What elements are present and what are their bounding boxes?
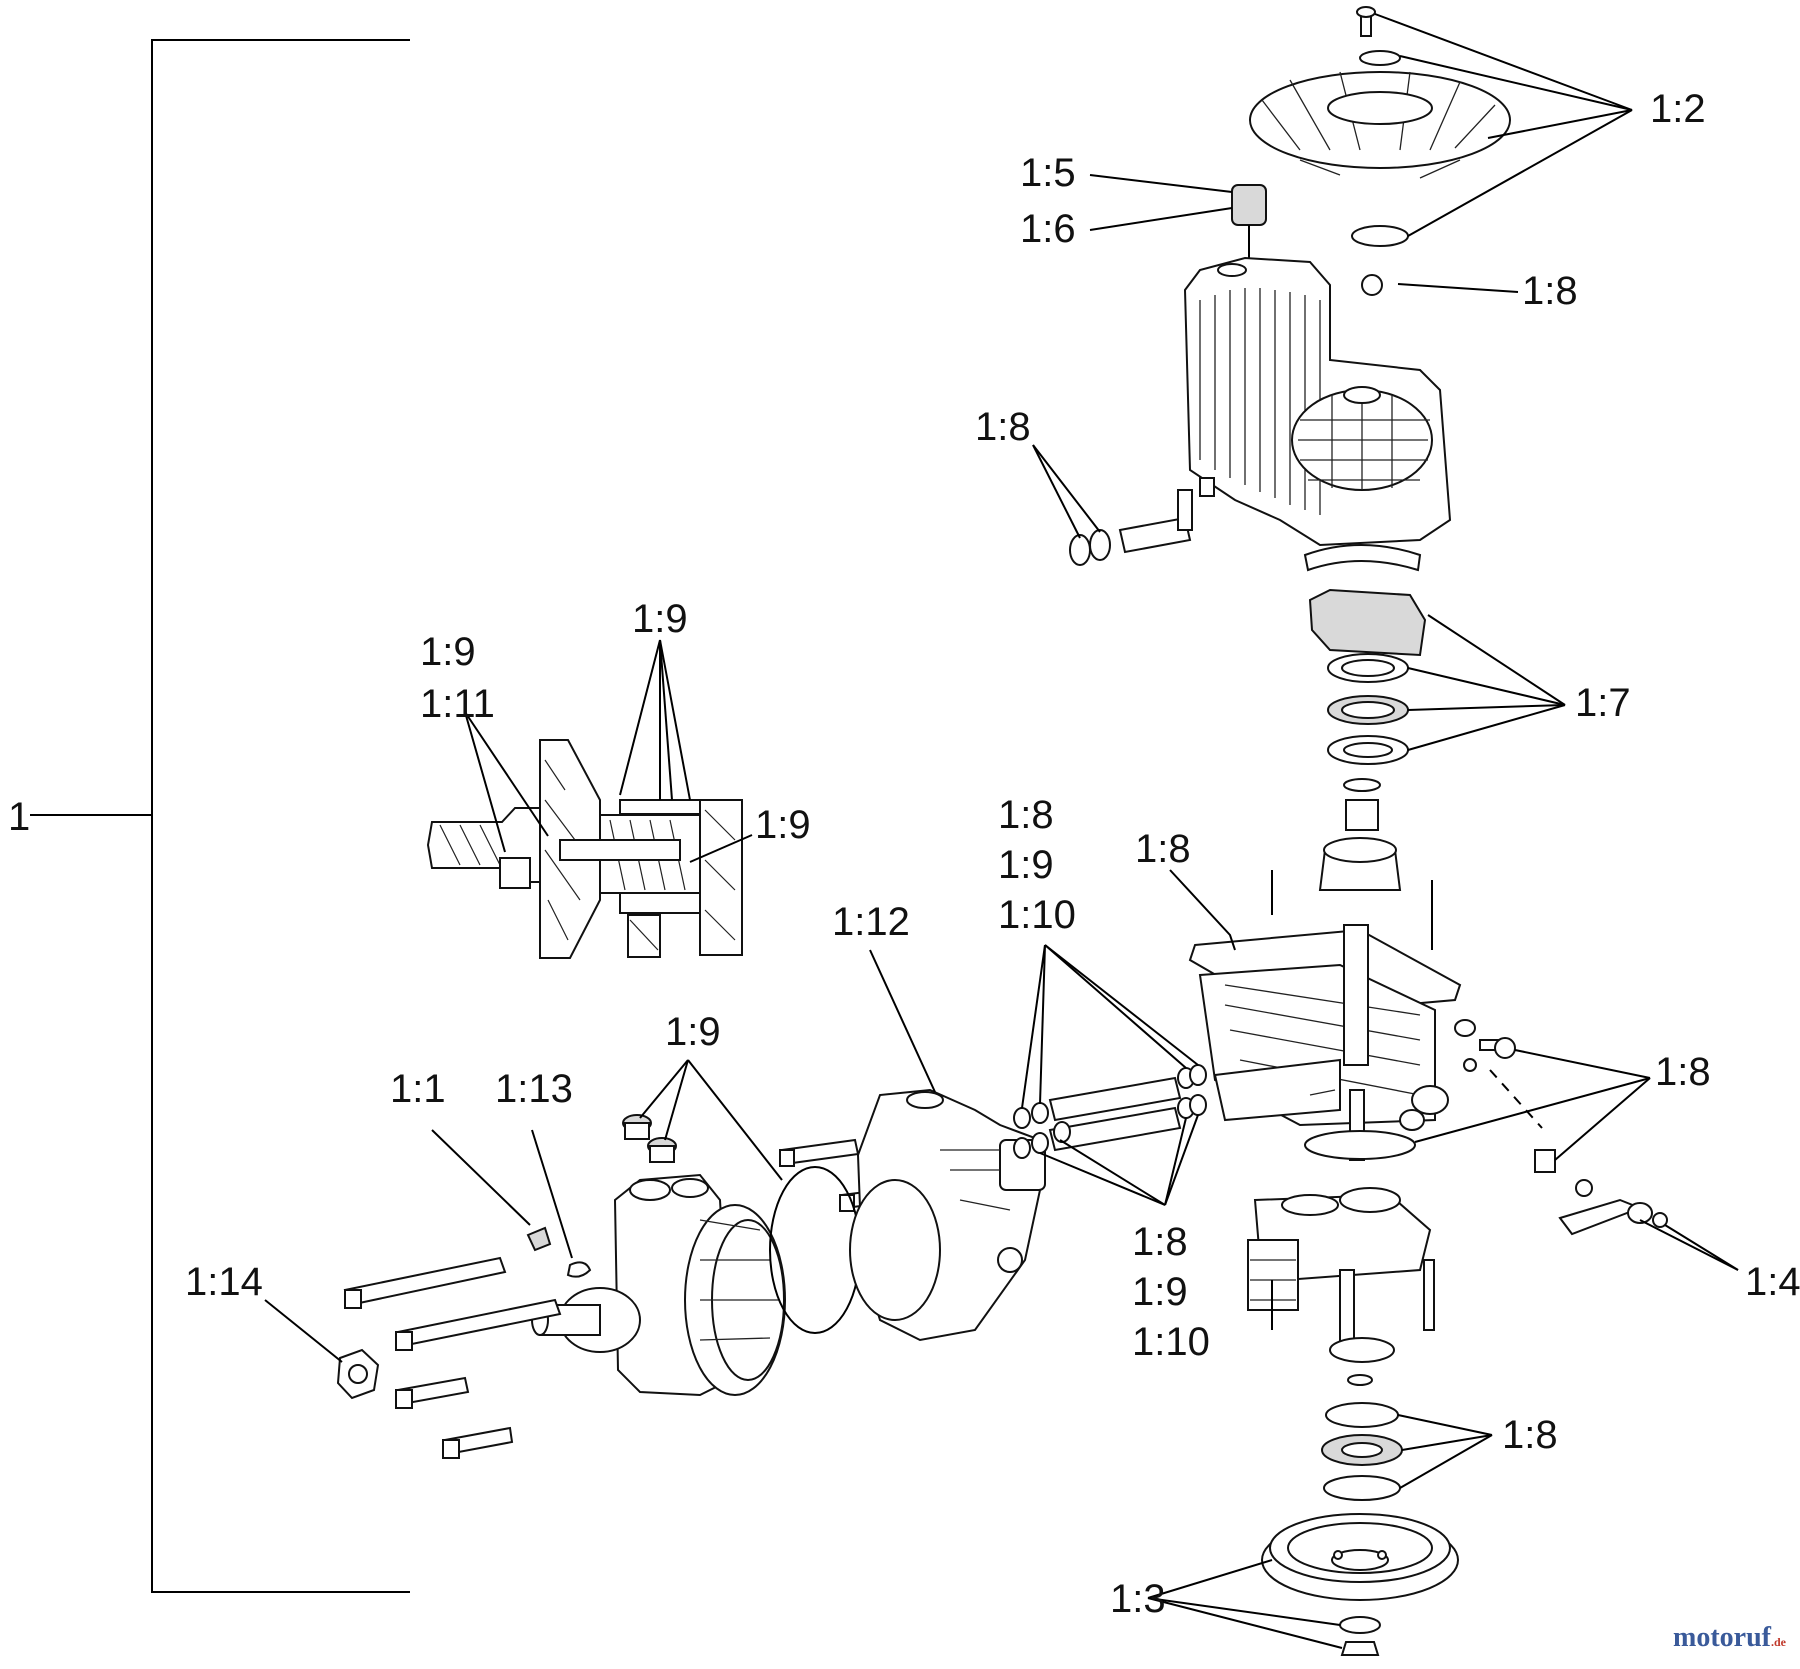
label-1-8-lower: 1:8 [1502, 1413, 1558, 1457]
label-1-8-left: 1:8 [975, 405, 1031, 449]
label-1-9-section-right: 1:9 [755, 803, 811, 847]
label-1-1: 1:1 [390, 1067, 446, 1111]
lower-bearing-stack [1321, 1402, 1403, 1501]
label-group-lower-1: 1:8 [1132, 1220, 1188, 1264]
center-housing [849, 1088, 1046, 1342]
transmission-housing [1183, 256, 1452, 547]
label-1-11: 1:11 [420, 682, 495, 726]
bypass-arm [1534, 1149, 1668, 1236]
swashplate-bearings [1303, 544, 1427, 765]
assembly-bracket: 1 [8, 39, 410, 1593]
drive-pulley [1261, 1513, 1459, 1656]
key-and-pin [526, 1226, 592, 1278]
lower-motor-block [1247, 1187, 1435, 1386]
watermark-logo: motoruf.de [1673, 1622, 1786, 1654]
label-1-5: 1:5 [1020, 151, 1076, 195]
label-1-12: 1:12 [832, 900, 910, 944]
check-valve-tubes [1013, 1064, 1207, 1159]
watermark-suffix: .de [1771, 1635, 1786, 1649]
label-1-3: 1:3 [1110, 1577, 1166, 1621]
cross-section-view [426, 739, 743, 959]
label-1-2: 1:2 [1650, 87, 1706, 131]
label-1-8-plate: 1:8 [1135, 827, 1191, 871]
cooling-fan [1249, 6, 1511, 247]
label-1-7: 1:7 [1575, 681, 1631, 725]
label-1-14: 1:14 [185, 1260, 263, 1304]
label-1-4: 1:4 [1745, 1260, 1800, 1304]
watermark-text: motoruf [1673, 1622, 1771, 1653]
label-1-9-section-left: 1:9 [420, 630, 476, 674]
label-group-upper-2: 1:9 [998, 843, 1054, 887]
center-section [1188, 924, 1543, 1161]
castle-nut [336, 1348, 380, 1400]
port-plugs [622, 1114, 677, 1163]
label-1-8-top: 1:8 [1522, 269, 1578, 313]
label-1-6: 1:6 [1020, 207, 1076, 251]
housing-oring [769, 1166, 861, 1334]
output-motor-housing [531, 1173, 786, 1397]
label-1-13: 1:13 [495, 1067, 573, 1111]
label-group-lower-3: 1:10 [1132, 1320, 1210, 1364]
leader-lines [264, 13, 1739, 1649]
label-assembly: 1 [8, 795, 30, 839]
label-group-lower-2: 1:9 [1132, 1270, 1188, 1314]
label-1-8-right: 1:8 [1655, 1050, 1711, 1094]
center-oring [1304, 1130, 1416, 1160]
label-group-upper-1: 1:8 [998, 793, 1054, 837]
control-shaft [1069, 477, 1215, 566]
piston-block [1271, 778, 1433, 950]
label-1-9-plugs: 1:9 [665, 1010, 721, 1054]
callout-labels: 1:2 1:5 1:6 1:8 1:8 1:7 1:9 1:9 1:11 1:9… [185, 87, 1800, 1621]
label-group-upper-3: 1:10 [998, 893, 1076, 937]
label-1-9-section-top: 1:9 [632, 597, 688, 641]
